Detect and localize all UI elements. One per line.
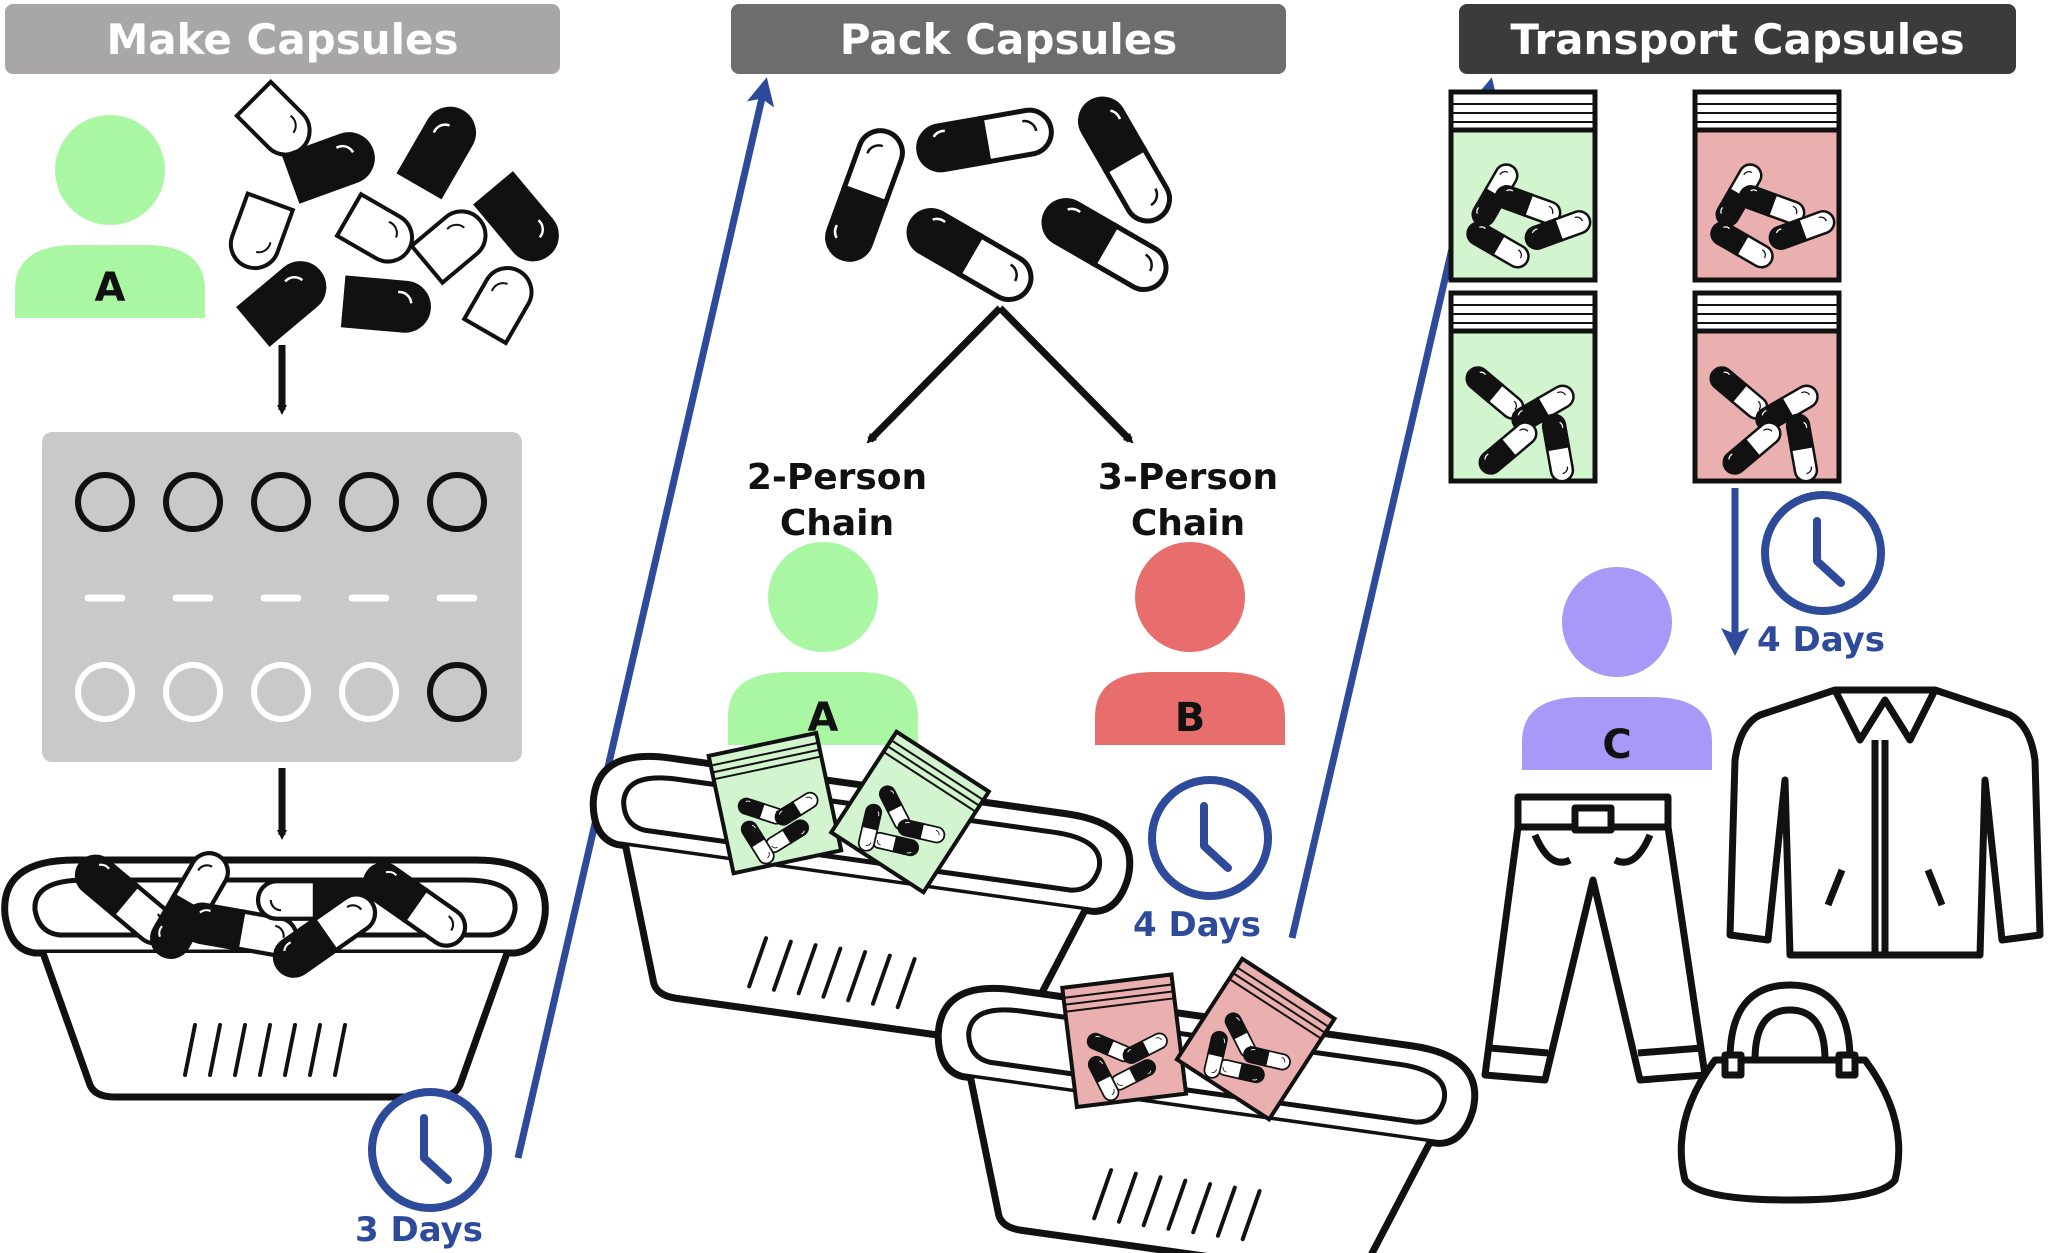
capsule-pile-icon	[222, 82, 569, 347]
header-pack-capsules: Pack Capsules	[731, 4, 1286, 74]
clock-icon	[372, 1092, 488, 1208]
zip-bag-icon	[1448, 89, 1842, 485]
pants-icon	[1481, 793, 1709, 1084]
jacket-icon	[1726, 686, 2044, 959]
chain-two-person-line1: 2-Person	[746, 457, 928, 498]
chain-two-person-label: 2-Person Chain	[737, 455, 937, 547]
person-a-make	[15, 115, 205, 318]
person-a-pack	[728, 542, 918, 745]
header-transport-capsules: Transport Capsules	[1459, 4, 2016, 74]
chain-three-person-line1: 3-Person	[1097, 457, 1279, 498]
header-make-capsules: Make Capsules	[5, 4, 560, 74]
duration-make-to-pack: 3 Days	[355, 1210, 484, 1250]
person-b-pack	[1095, 542, 1285, 745]
clock-icon-pack	[1152, 780, 1268, 896]
duration-pack-to-transport: 4 Days	[1133, 905, 1262, 945]
timeline-arrow-make-to-pack	[514, 77, 775, 1159]
clock-icon-transport	[1765, 495, 1881, 611]
basket-icon	[5, 846, 546, 1097]
handbag-icon	[1677, 981, 1903, 1204]
person-b-label-pack: B	[1174, 695, 1206, 741]
chain-two-person-line2: Chain	[779, 503, 895, 544]
blister-pack-icon	[42, 432, 522, 762]
chain-three-person-label: 3-Person Chain	[1088, 455, 1288, 547]
duration-transport-hold: 4 Days	[1757, 620, 1886, 660]
person-c	[1522, 567, 1712, 770]
person-c-label: C	[1602, 722, 1632, 768]
chain-three-person-line2: Chain	[1130, 503, 1246, 544]
capsule-pile-pack-icon	[821, 91, 1177, 308]
person-a-label-make: A	[94, 265, 126, 311]
person-a-label-pack: A	[807, 695, 839, 741]
